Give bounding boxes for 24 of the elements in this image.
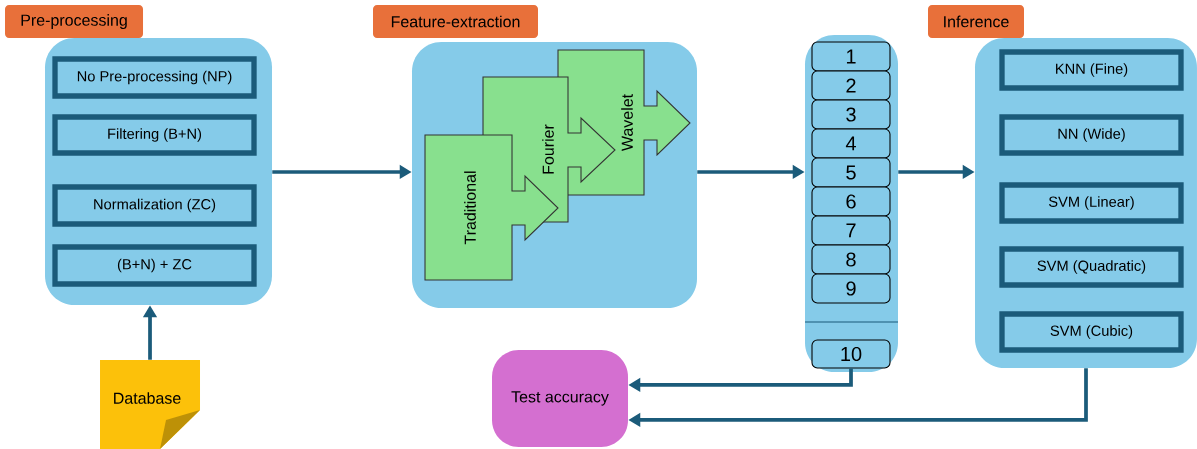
stage-tag: Inference xyxy=(928,5,1024,38)
fold-cell: 10 xyxy=(811,339,891,369)
fold-cell: 4 xyxy=(811,128,891,159)
method-box: SVM (Quadratic) xyxy=(999,246,1184,288)
method-box: No Pre-processing (NP) xyxy=(52,56,257,99)
method-box: KNN (Fine) xyxy=(999,49,1184,91)
fold-cell: 3 xyxy=(811,99,891,130)
result-box: Test accuracy xyxy=(492,350,628,447)
fold-cell: 8 xyxy=(811,244,891,275)
fold-cell: 1 xyxy=(811,41,891,72)
method-box: SVM (Linear) xyxy=(999,182,1184,224)
fold-cell: 2 xyxy=(811,70,891,101)
method-box: (B+N) + ZC xyxy=(52,244,257,287)
method-box: NN (Wide) xyxy=(999,114,1184,156)
fold-cell: 7 xyxy=(811,215,891,246)
fold-cell: 9 xyxy=(811,273,891,304)
stage-tag: Feature-extraction xyxy=(373,5,538,38)
stage-tag: Pre-processing xyxy=(5,5,143,38)
fold-cell: 5 xyxy=(811,157,891,188)
method-box: SVM (Cubic) xyxy=(999,311,1184,353)
method-box: Filtering (B+N) xyxy=(52,114,257,156)
sticky-note: Database xyxy=(100,360,200,449)
fold-cell: 6 xyxy=(811,186,891,217)
method-box: Normalization (ZC) xyxy=(52,184,257,227)
